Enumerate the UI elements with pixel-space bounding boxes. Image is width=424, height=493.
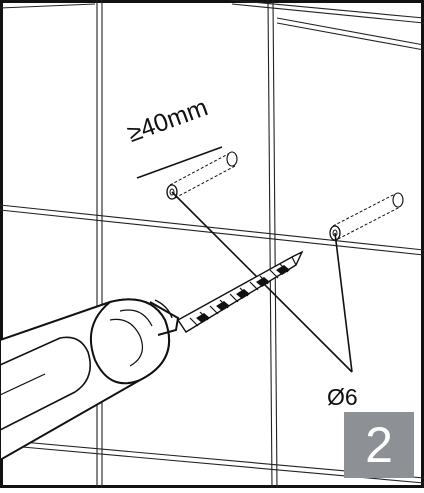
step-number: 2 xyxy=(365,417,393,473)
hole-right xyxy=(329,192,404,241)
hole-left xyxy=(166,151,238,200)
drill-body xyxy=(0,298,180,462)
step-badge: 2 xyxy=(344,412,414,478)
depth-underline xyxy=(136,146,223,179)
drill-bit xyxy=(176,250,304,333)
hole-diameter-label: Ø6 xyxy=(327,384,358,410)
